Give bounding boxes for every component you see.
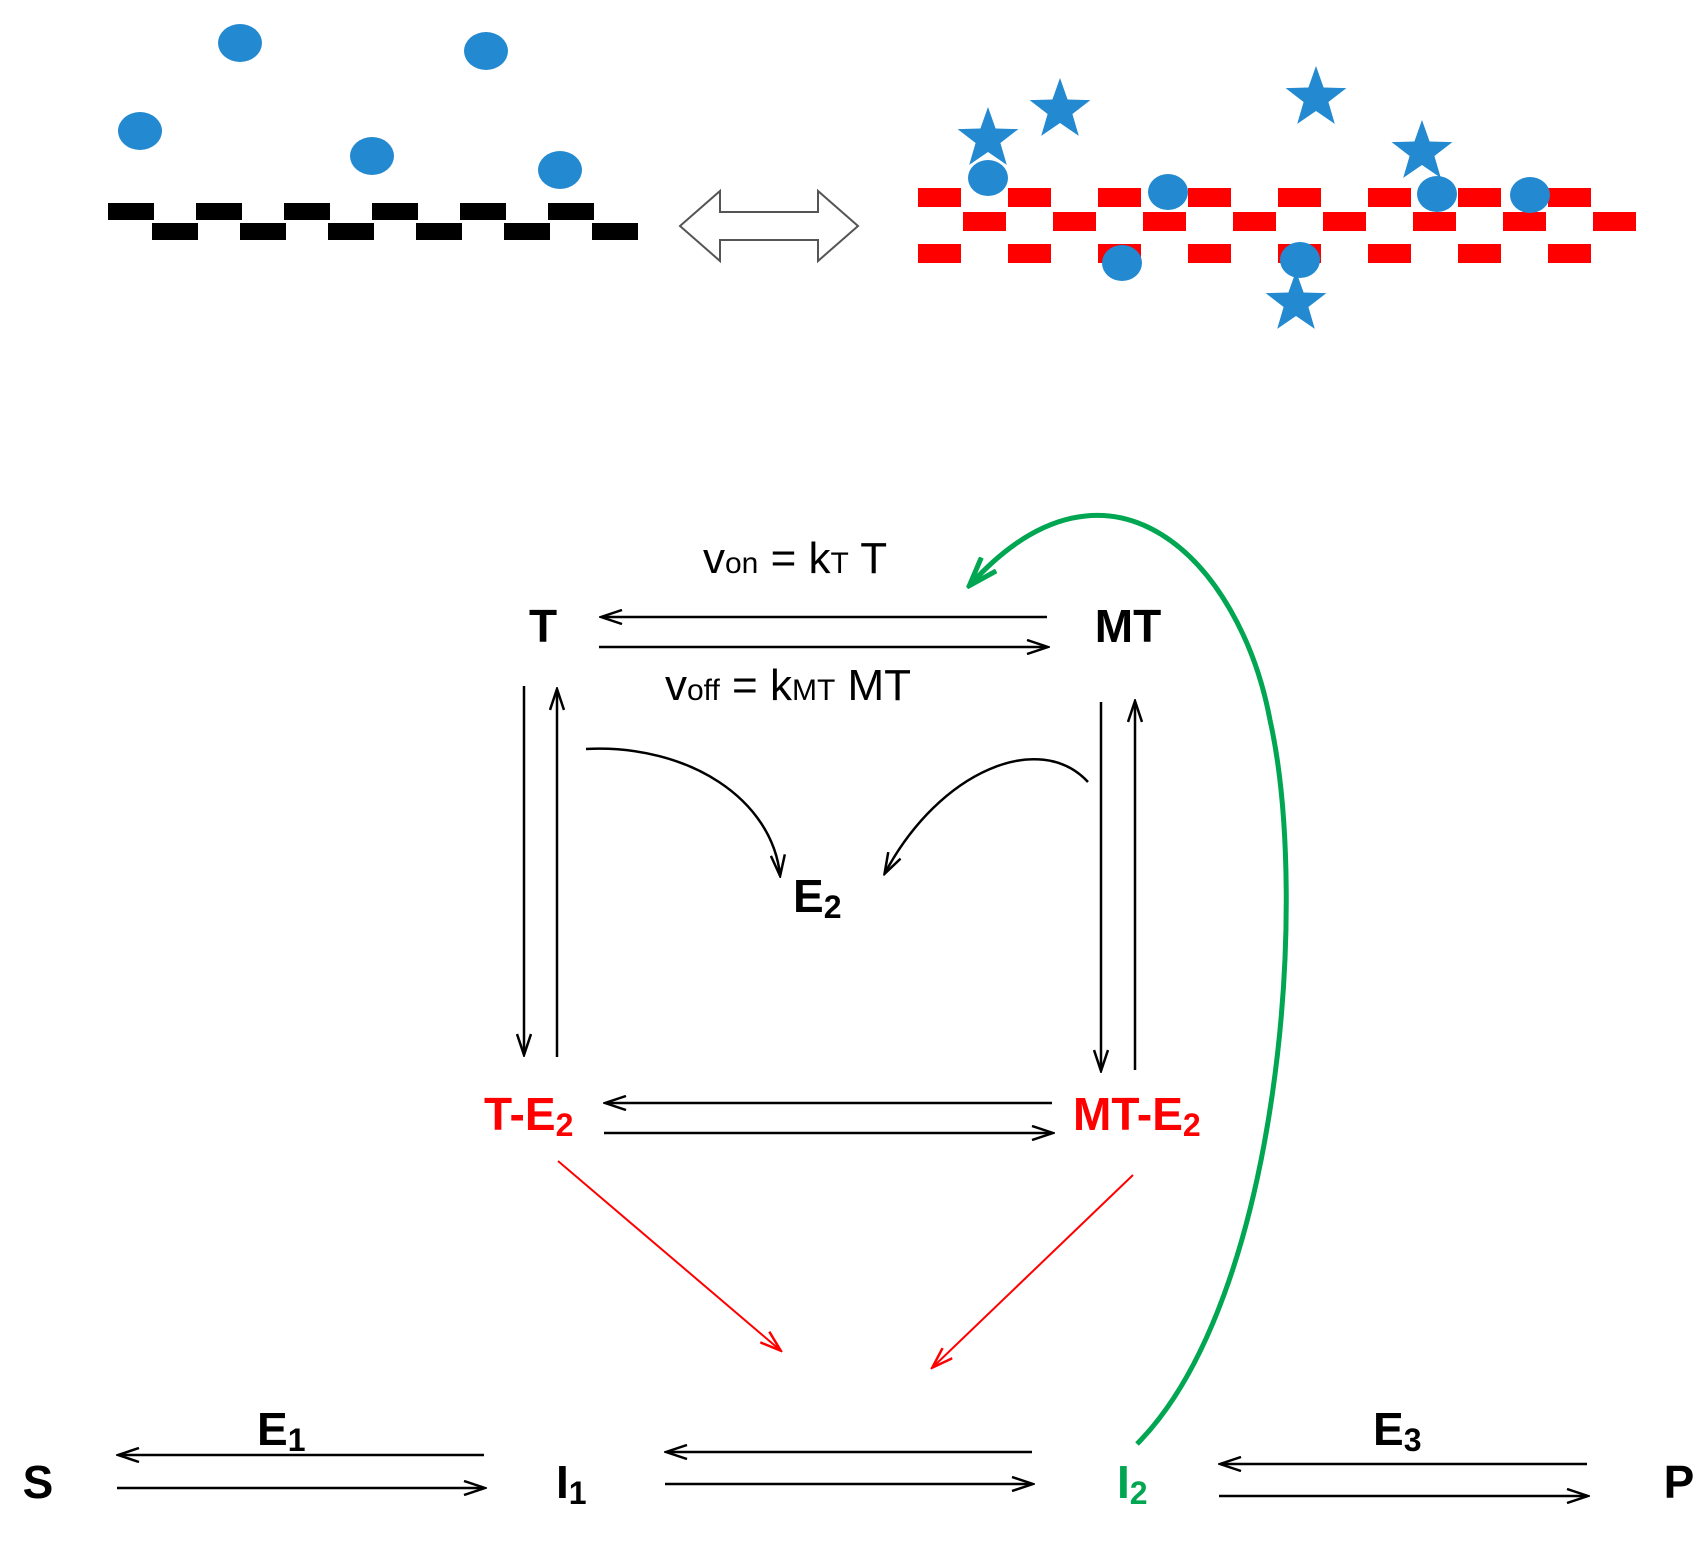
- filament-segment: [1188, 244, 1231, 263]
- bound-ligand-stars: [957, 66, 1453, 329]
- filament-segment: [1548, 244, 1591, 263]
- rate-von: von = kT T: [703, 534, 887, 583]
- ligand-star-icon: [1265, 271, 1327, 329]
- monomer-dot: [464, 32, 508, 70]
- node-i2: I2: [1117, 1456, 1148, 1511]
- filament-segment: [1323, 212, 1366, 231]
- ligand-star-icon: [1029, 78, 1091, 136]
- filament-segment: [963, 212, 1006, 231]
- monomer-dot: [118, 112, 162, 150]
- filament-segment: [372, 203, 418, 220]
- monomer-dot: [1148, 174, 1188, 210]
- enzyme-e1: E1: [257, 1403, 305, 1458]
- free-monomer-dots: [118, 24, 582, 189]
- filament-segment: [918, 244, 961, 263]
- filament-segment: [1593, 212, 1636, 231]
- filament-segment: [196, 203, 242, 220]
- monomer-dot: [350, 137, 394, 175]
- monomer-dot: [538, 151, 582, 189]
- monomer-dot: [968, 160, 1008, 196]
- enzyme-e3: E3: [1373, 1403, 1421, 1458]
- red-double-filament: [918, 188, 1636, 263]
- node-mt: MT: [1095, 600, 1161, 652]
- filament-segment: [152, 223, 198, 240]
- filament-segment: [1143, 212, 1186, 231]
- ligand-star-icon: [957, 107, 1019, 165]
- monomer-dot: [1102, 245, 1142, 281]
- filament-segment: [1008, 244, 1051, 263]
- node-te2: T-E2: [484, 1088, 573, 1143]
- red-arrow-te2-catalysis: [557, 1160, 780, 1350]
- red-arrow-mte2-catalysis: [933, 1174, 1134, 1367]
- filament-segment: [416, 223, 462, 240]
- filament-segment: [1278, 188, 1321, 207]
- filament-segment: [1458, 188, 1501, 207]
- filament-segment: [1368, 188, 1411, 207]
- node-t: T: [529, 600, 557, 652]
- monomer-dot: [1417, 176, 1457, 212]
- ligand-star-icon: [1391, 120, 1453, 178]
- filament-segment: [1233, 212, 1276, 231]
- ligand-star-icon: [1285, 66, 1347, 124]
- filament-segment: [328, 223, 374, 240]
- monomer-dot: [218, 24, 262, 62]
- rate-voff: voff = kMT MT: [665, 661, 911, 710]
- filament-segment: [1413, 212, 1456, 231]
- filament-segment: [1458, 244, 1501, 263]
- bound-monomer-dots: [968, 160, 1550, 281]
- node-i1: I1: [556, 1456, 587, 1511]
- filament-segment: [1188, 188, 1231, 207]
- filament-segment: [1503, 212, 1546, 231]
- green-feedback-arc: [970, 513, 1289, 1446]
- node-s: S: [23, 1456, 54, 1508]
- filament-segment: [1368, 244, 1411, 263]
- filament-segment: [1548, 188, 1591, 207]
- filament-segment: [592, 223, 638, 240]
- filament-segment: [108, 203, 154, 220]
- filament-segment: [548, 203, 594, 220]
- filament-segment: [460, 203, 506, 220]
- node-p: P: [1664, 1456, 1695, 1508]
- monomer-dot: [1280, 242, 1320, 278]
- hollow-double-arrow-icon: [678, 188, 860, 264]
- curve-t-to-e2: [585, 747, 780, 875]
- filament-segment: [1098, 188, 1141, 207]
- monomer-dot: [1510, 177, 1550, 213]
- filament-segment: [240, 223, 286, 240]
- curve-mt-to-e2: [885, 758, 1089, 873]
- node-mte2: MT-E2: [1073, 1088, 1201, 1143]
- filament-segment: [1008, 188, 1051, 207]
- black-dimer-filament: [108, 203, 638, 240]
- filament-segment: [284, 203, 330, 220]
- filament-segment: [1053, 212, 1096, 231]
- filament-segment: [504, 223, 550, 240]
- node-e2: E2: [793, 870, 841, 925]
- filament-segment: [918, 188, 961, 207]
